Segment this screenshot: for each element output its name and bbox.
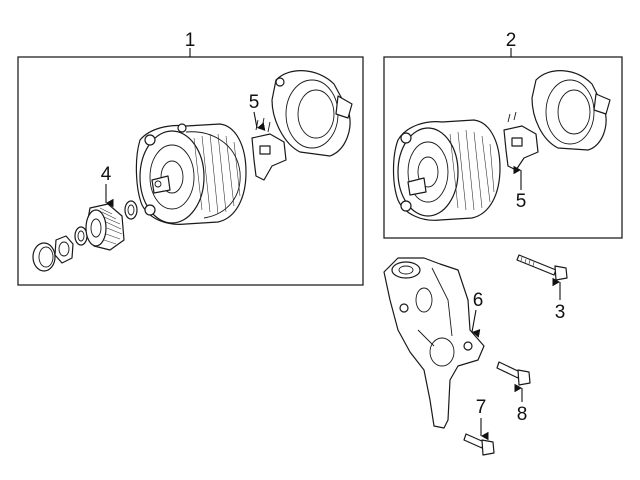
callout-2: 2 [506, 30, 517, 51]
washer [74, 226, 88, 246]
alternator-body-b [392, 119, 501, 221]
rear-cover-a [271, 70, 353, 157]
spacer-ring [124, 200, 138, 220]
dust-cap [32, 242, 56, 272]
bolt-3: 3 [516, 254, 568, 323]
callout-8: 8 [517, 404, 528, 425]
voltage-regulator-a: 5 [249, 92, 287, 181]
callout-5a-leader [253, 111, 266, 131]
callout-4: 4 [101, 164, 112, 185]
bolt-7: 7 [463, 397, 495, 456]
pulley: 4 [85, 164, 125, 251]
bolt-8: 8 [496, 361, 531, 425]
voltage-regulator-b: 5 [503, 111, 539, 212]
callout-6-leader [471, 309, 481, 338]
callout-5a: 5 [249, 92, 260, 113]
assembly-2-group: 2 5 [383, 30, 623, 239]
mounting-bracket: 6 [383, 257, 485, 429]
callout-6: 6 [473, 290, 484, 311]
pulley-nut [54, 235, 74, 264]
rear-cover-b [531, 70, 611, 151]
callout-3: 3 [555, 302, 566, 323]
assembly-1-group: 1 4 [17, 30, 364, 286]
callout-1: 1 [185, 30, 196, 51]
alternator-body [135, 123, 247, 225]
callout-7: 7 [476, 397, 487, 418]
callout-5b: 5 [516, 191, 527, 212]
assembly-2-frame [383, 56, 623, 239]
